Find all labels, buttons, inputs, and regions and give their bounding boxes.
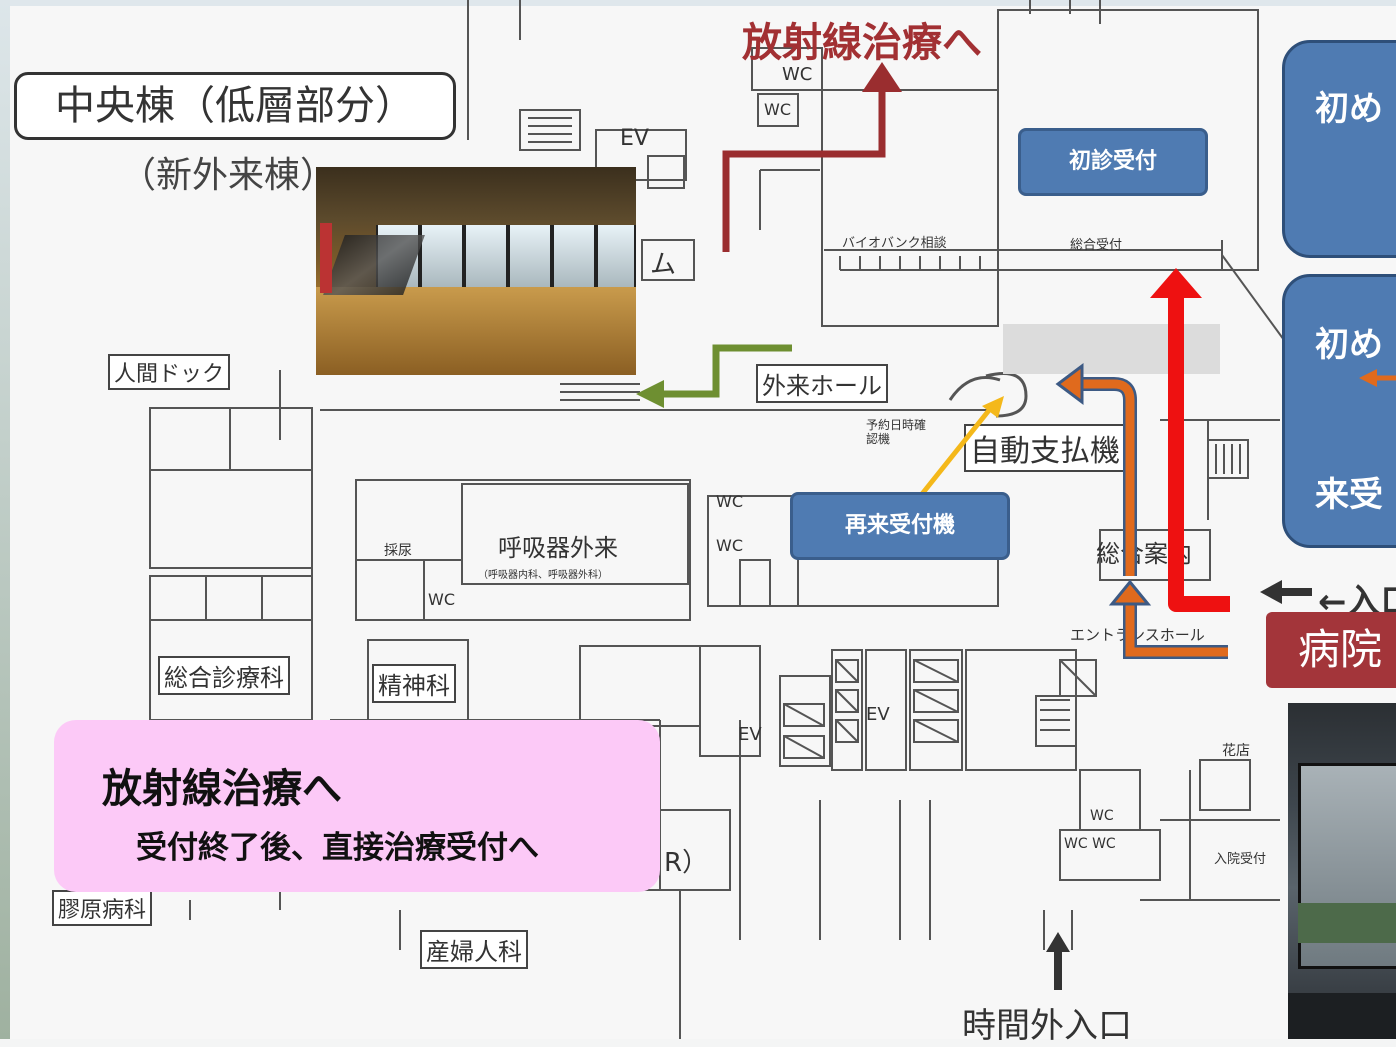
reservation-machine-label: 予約日時確認機	[866, 418, 927, 446]
r-label: R）	[664, 848, 709, 878]
wc-label: WC	[716, 536, 743, 555]
panel1-text: 初め	[1315, 89, 1383, 129]
outpatient-hall-label: 外来ホール	[756, 364, 888, 403]
hall-photo	[316, 167, 636, 375]
radiation-note: 放射線治療へ 受付終了後、直接治療受付へ	[54, 720, 660, 892]
auto-payment-label: 自動支払機	[964, 424, 1126, 472]
orange-route	[1055, 363, 1228, 659]
ev-label: EV	[620, 126, 649, 151]
ev-label: EV	[866, 704, 890, 725]
wc-label: WC	[782, 64, 813, 85]
first-visit-reception-callout: 初診受付	[1018, 128, 1208, 196]
maroon-route	[722, 86, 886, 252]
first-visit-panel-2: 初め 来受	[1282, 274, 1396, 548]
obgyn-label: 産婦人科	[420, 930, 528, 969]
biobank-label: バイオバンク相談	[842, 236, 947, 251]
respiratory-label: 呼吸器外来	[498, 534, 618, 562]
general-reception-label: 総合受付	[1070, 238, 1123, 253]
ev-label: EV	[738, 724, 762, 745]
note-body: 受付終了後、直接治療受付へ	[136, 830, 539, 866]
room-label: ム	[650, 250, 677, 280]
note-title: 放射線治療へ	[102, 766, 342, 812]
psychiatry-label: 精神科	[372, 664, 456, 703]
wc-label: WC WC	[1064, 836, 1116, 852]
red-route	[1168, 292, 1230, 612]
top-edge	[0, 0, 1396, 6]
wc-label: WC	[428, 590, 455, 609]
respiratory-sub-label: （呼吸器内科、呼吸器外科）	[478, 570, 608, 581]
entrance-photo	[1288, 703, 1396, 1039]
admission-label: 入院受付	[1214, 852, 1267, 867]
yellow-pointer	[920, 402, 996, 496]
entrance-arrow-icon	[1260, 580, 1282, 604]
dock-label: 人間ドック	[108, 354, 231, 390]
panel2-bottom-text: 来受	[1315, 475, 1383, 515]
left-edge	[0, 0, 10, 1039]
revisit-machine-callout: 再来受付機	[790, 492, 1010, 560]
night-entrance-label: 時間外入口	[962, 1006, 1132, 1046]
panel2-text: 初め	[1315, 325, 1383, 365]
wc-label: WC	[716, 492, 743, 511]
wc-label: WC	[1090, 808, 1114, 824]
building-subtitle: （新外来棟）	[120, 155, 337, 196]
building-title: 中央棟（低層部分）	[14, 72, 456, 140]
wc-label: WC	[764, 100, 791, 119]
first-visit-panel-1: 初め	[1282, 40, 1396, 258]
urine-label: 採尿	[384, 543, 412, 559]
green-route	[658, 344, 792, 398]
general-medicine-label: 総合診療科	[158, 656, 290, 695]
panel-arrow-icon	[1359, 369, 1396, 387]
flower-shop-label: 花店	[1222, 743, 1250, 759]
hospital-label: 病院	[1266, 612, 1396, 688]
entrance-hall-label: エントランスホール	[1070, 626, 1205, 644]
radiation-destination-label: 放射線治療へ	[742, 20, 982, 66]
night-entrance-arrow	[1046, 932, 1070, 990]
